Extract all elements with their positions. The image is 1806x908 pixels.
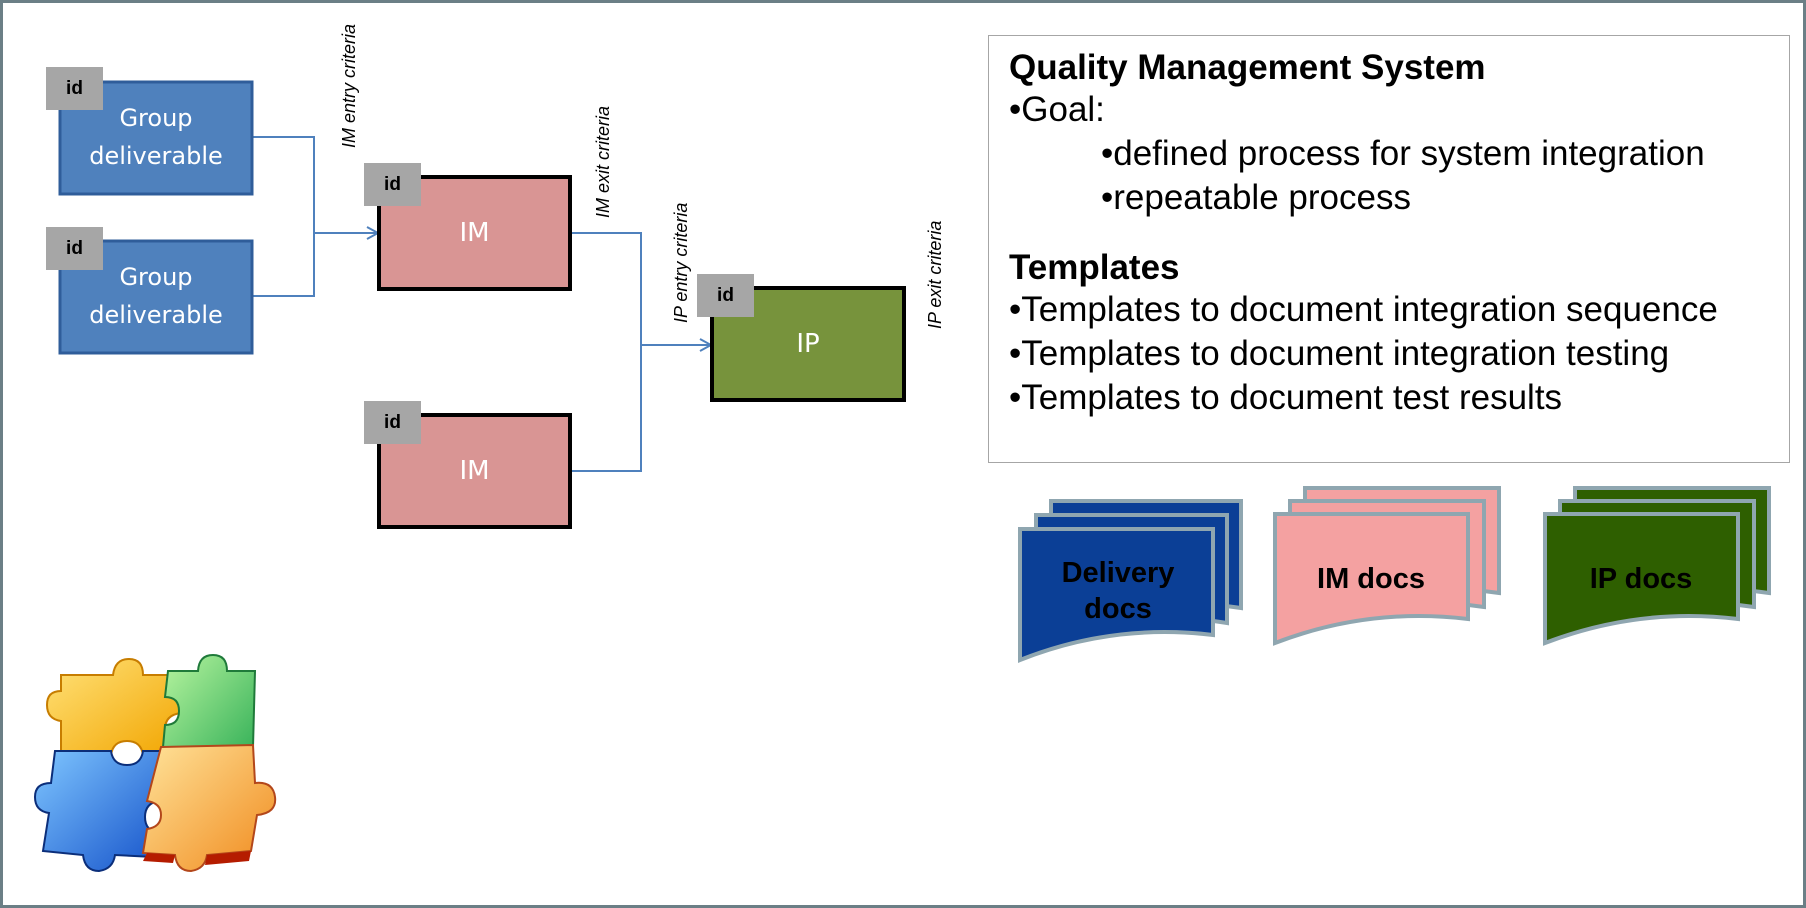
puzzle-pieces-icon [33, 653, 277, 873]
delivery-docs-label: Delivery docs [1061, 557, 1175, 625]
ip-text: IP [796, 329, 820, 359]
im-box-2 [377, 413, 572, 529]
id-tag-5: id [717, 285, 734, 306]
id-tag-3: id [384, 174, 401, 195]
goal-item-1: •defined process for system integration [1101, 134, 1705, 173]
ip-docs-label: IP docs [1589, 563, 1693, 595]
im-text-1: IM [459, 218, 490, 248]
document-stacks [1018, 486, 1771, 663]
id-tags [46, 67, 754, 444]
group-deliverable-text-1: Group deliverable [89, 104, 223, 170]
id-tag-1: id [66, 78, 83, 99]
im-docs-icon [1273, 486, 1501, 646]
id-tag-4: id [384, 412, 401, 433]
connector-lines [253, 136, 711, 472]
group-deliverable-text-2: Group deliverable [89, 263, 223, 329]
qms-title: Quality Management System [1009, 48, 1486, 87]
delivery-docs-icon [1018, 499, 1243, 663]
template-item-1: •Templates to document integration seque… [1009, 290, 1718, 329]
template-item-2: •Templates to document integration testi… [1009, 334, 1670, 373]
im-text-2: IM [459, 456, 490, 486]
ip-docs-icon [1543, 486, 1771, 646]
templates-title: Templates [1009, 248, 1180, 287]
process-diagram [33, 67, 906, 873]
id-tag-2: id [66, 238, 83, 259]
goal-item-2: •repeatable process [1101, 178, 1411, 217]
goal-heading: •Goal: [1009, 90, 1105, 129]
im-docs-label: IM docs [1317, 563, 1425, 595]
qms-text-box: Quality Management System •Goal: •define… [988, 35, 1790, 463]
template-item-3: •Templates to document test results [1009, 378, 1563, 417]
